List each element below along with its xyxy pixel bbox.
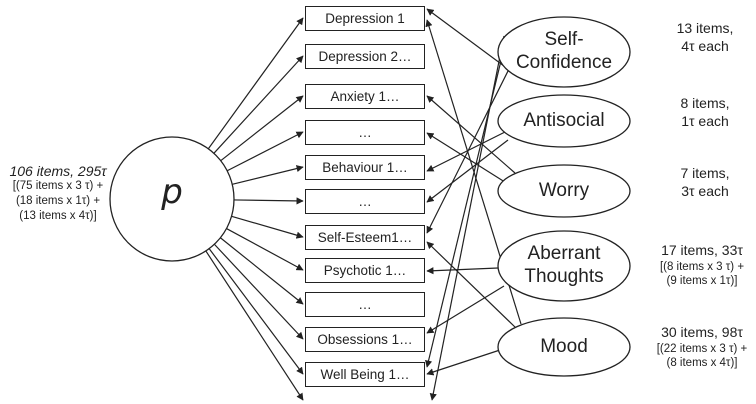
factor-note-aberrant-thoughts-sub-2: (9 items x 1τ)] — [666, 275, 738, 288]
arrow-p-to-well-being-1 — [208, 248, 304, 375]
factor-ellipse-self-confidence — [497, 16, 631, 88]
arrow-p-to-ellipsis-2 — [233, 197, 304, 205]
arrow-p-to-self-esteem-1 — [231, 215, 304, 239]
arrow-mood-to-well-being-1 — [426, 349, 501, 376]
factor-label-antisocial: Antisocial — [523, 109, 605, 131]
item-box-obsessions-1: Obsessions 1… — [305, 327, 425, 352]
arrow-p-to-ellipsis-3 — [220, 237, 304, 305]
item-box-depression-2: Depression 2… — [305, 44, 425, 69]
arrow-p-to-depression-2 — [213, 55, 304, 154]
arrow-p-to-behaviour-1 — [232, 165, 304, 185]
factor-ellipse-antisocial — [497, 94, 631, 148]
arrow-worry-to-anxiety-1 — [426, 95, 516, 174]
general-factor-label: p — [161, 172, 183, 212]
factor-note-mood-sub-2: (8 items x 4τ)] — [666, 357, 738, 370]
factor-label-worry: Worry — [538, 179, 590, 201]
factor-note-mood-sub-1: [(22 items x 3 τ) + — [656, 342, 748, 355]
arrow-p-to-depression-1 — [207, 17, 304, 150]
factor-ellipse-mood — [497, 317, 631, 377]
item-box-behaviour-1: Behaviour 1… — [305, 155, 425, 180]
arrow-aberrant-to-psychotic-1 — [426, 267, 499, 275]
item-box-self-esteem-1: Self-Esteem1… — [305, 225, 425, 250]
arrow-antisocial-to-ellipsis-2 — [426, 139, 509, 203]
arrow-self-confidence-to-well-being-1 — [425, 39, 507, 368]
general-factor-detail-2: (18 items x 1τ) + — [15, 194, 101, 207]
general-factor-detail-1: [(75 items x 3 τ) + — [12, 180, 104, 192]
factor-label-aberrant-thoughts: Aberrant Thoughts — [524, 243, 604, 287]
general-factor-detail-3: (13 items x 4τ)] — [19, 209, 97, 222]
general-factor-summary: 106 items, 295τ — [9, 163, 107, 179]
item-box-ellipsis-3: … — [305, 292, 425, 317]
arrow-mood-to-self-esteem-1 — [426, 241, 517, 329]
arrow-worry-to-ellipsis-1 — [426, 132, 509, 185]
item-box-psychotic-1: Psychotic 1… — [305, 258, 425, 283]
factor-label-mood: Mood — [540, 335, 588, 357]
arrow-aberrant-to-obsessions-1 — [426, 285, 505, 334]
factor-note-self-confidence-line-2: 4τ each — [681, 37, 729, 54]
arrow-p-to-ellipsis-1 — [226, 131, 304, 172]
factor-note-aberrant-thoughts-sub-1: [(8 items x 3 τ) + — [659, 260, 745, 273]
factor-note-antisocial-line-1: 8 items, — [680, 95, 730, 111]
factor-ellipse-aberrant-thoughts — [497, 230, 631, 302]
factor-note-worry: 7 items, 3τ each — [664, 165, 746, 200]
factor-note-mood-main: 30 items, 98τ — [661, 324, 743, 340]
factor-note-antisocial: 8 items, 1τ each — [664, 95, 746, 130]
factor-ellipse-worry — [497, 164, 631, 218]
arrow-p-to-psychotic-1 — [226, 228, 304, 271]
factor-note-self-confidence: 13 items, 4τ each — [664, 20, 746, 55]
arrow-self-confidence-to-self-esteem-1 — [426, 62, 513, 234]
arrow-p-to-trailing — [205, 250, 304, 401]
arrow-p-to-obsessions-1 — [213, 243, 304, 340]
general-factor-note: 106 items, 295τ [(75 items x 3 τ) + (18 … — [2, 163, 114, 224]
arrow-self-confidence-to-trailing — [429, 35, 505, 401]
item-box-well-being-1: Well Being 1… — [305, 362, 425, 387]
arrow-antisocial-to-behaviour-1 — [426, 131, 506, 172]
factor-note-mood: 30 items, 98τ [(22 items x 3 τ) + (8 ite… — [650, 324, 754, 371]
item-box-depression-1: Depression 1 — [305, 6, 425, 31]
item-box-anxiety-1: Anxiety 1… — [305, 84, 425, 109]
factor-note-antisocial-line-2: 1τ each — [681, 112, 729, 129]
factor-label-self-confidence: Self- Confidence — [515, 29, 613, 73]
edges — [205, 8, 522, 401]
general-factor-circle — [109, 136, 235, 262]
factor-note-worry-line-1: 7 items, — [680, 165, 730, 181]
item-box-ellipsis-1: … — [305, 120, 425, 145]
factor-note-aberrant-thoughts-main: 17 items, 33τ — [661, 242, 743, 258]
item-box-ellipsis-2: … — [305, 189, 425, 214]
factor-note-aberrant-thoughts: 17 items, 33τ [(8 items x 3 τ) + (9 item… — [650, 242, 754, 289]
factor-note-self-confidence-line-1: 13 items, — [676, 20, 734, 36]
arrow-p-to-anxiety-1 — [220, 95, 304, 162]
factor-note-worry-line-2: 3τ each — [681, 182, 729, 199]
